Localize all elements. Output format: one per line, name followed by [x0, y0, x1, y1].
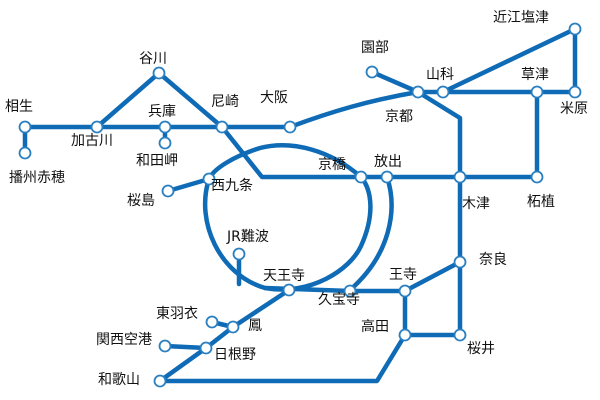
label-hyogo: 兵庫 [148, 103, 176, 120]
label-nishikujo: 西九条 [211, 177, 253, 194]
yamatoji-line [262, 259, 463, 294]
station-wakayama[interactable] [153, 374, 167, 388]
label-amagasaki: 尼崎 [211, 94, 239, 110]
station-aioi[interactable] [18, 120, 32, 134]
station-kusatsu[interactable] [530, 85, 544, 99]
station-amagasaki[interactable] [215, 120, 229, 134]
tozai-connector [219, 124, 463, 180]
sakurai-wakayama [402, 288, 463, 338]
station-sakurai[interactable] [453, 328, 467, 342]
label-hanaten: 放出 [374, 154, 402, 170]
station-takada[interactable] [398, 328, 412, 342]
label-higashi-hagoromo: 東羽衣 [156, 306, 198, 322]
label-osaka: 大阪 [260, 90, 288, 106]
station-tennoji[interactable] [282, 283, 296, 297]
station-markers [18, 22, 582, 388]
station-omi-shiotsu[interactable] [568, 22, 582, 36]
station-kansai-airport[interactable] [158, 339, 172, 353]
sagano-line [369, 69, 421, 95]
station-jr-namba[interactable] [232, 247, 246, 261]
station-kyuhoji[interactable] [343, 284, 357, 298]
label-banshu-ako: 播州赤穂 [9, 170, 65, 186]
label-wakayama: 和歌山 [98, 372, 140, 388]
label-nara: 奈良 [479, 252, 507, 268]
wakayama-line [157, 332, 408, 384]
nara-line [415, 89, 463, 338]
label-kyoto: 京都 [385, 109, 413, 125]
station-tsuge[interactable] [530, 170, 544, 184]
label-kakogawa: 加古川 [71, 133, 113, 149]
loop-line [202, 143, 373, 292]
label-sakurai: 桜井 [467, 341, 495, 357]
station-otori[interactable] [226, 320, 240, 334]
station-hyogo[interactable] [158, 120, 172, 134]
station-oji[interactable] [398, 284, 412, 298]
label-kizu: 木津 [462, 196, 490, 212]
osaka-higashi-ext [347, 174, 394, 293]
station-hineno[interactable] [199, 341, 213, 355]
station-kakogawa[interactable] [90, 120, 104, 134]
station-nishikujo[interactable] [202, 172, 216, 186]
station-banshu-ako[interactable] [18, 146, 32, 160]
station-kizu[interactable] [453, 170, 467, 184]
label-omi-shiotsu: 近江塩津 [493, 10, 549, 26]
station-labels: 相生 播州赤穂 加古川 谷川 兵庫 和田岬 尼崎 大阪 桜島 西九条 京橋 放出… [5, 10, 588, 388]
label-kansai-airport: 関西空港 [96, 332, 152, 348]
label-tennoji: 天王寺 [263, 268, 305, 284]
label-oji: 王寺 [389, 267, 417, 283]
station-sakurajima[interactable] [161, 184, 175, 198]
label-aioi: 相生 [5, 99, 33, 115]
label-tanigawa: 谷川 [139, 51, 167, 67]
station-sonobe[interactable] [365, 65, 379, 79]
hanwa-line [157, 287, 292, 384]
label-sakurajima: 桜島 [127, 193, 155, 209]
label-hineno: 日根野 [214, 347, 256, 363]
kusatsu-line [457, 89, 540, 180]
label-sonobe: 園部 [361, 40, 389, 56]
station-osaka[interactable] [283, 120, 297, 134]
station-maibara[interactable] [568, 85, 582, 99]
station-higashi-hagoromo[interactable] [205, 315, 219, 329]
label-tsuge: 柘植 [527, 194, 555, 210]
sakurajima-branch [165, 176, 212, 194]
station-yamashina[interactable] [436, 85, 450, 99]
station-nara[interactable] [453, 255, 467, 269]
label-kyobashi: 京橋 [318, 157, 346, 173]
label-jr-namba: JR難波 [226, 229, 269, 245]
label-takada: 高田 [361, 318, 389, 335]
label-otori: 鳳 [248, 318, 262, 334]
station-hanaten[interactable] [380, 170, 394, 184]
label-yamashina: 山科 [426, 67, 454, 83]
tokaido-to-kyoto [287, 89, 421, 130]
label-kusatsu: 草津 [521, 67, 549, 83]
station-wadamisaki[interactable] [158, 136, 172, 150]
line-network [22, 26, 578, 384]
label-kyuhoji: 久宝寺 [318, 292, 360, 308]
label-wadamisaki: 和田岬 [136, 153, 178, 169]
station-kyobashi[interactable] [354, 170, 368, 184]
station-kyoto[interactable] [411, 85, 425, 99]
label-maibara: 米原 [560, 101, 588, 117]
station-tanigawa[interactable] [152, 66, 166, 80]
kansai-airport-br [162, 343, 209, 351]
